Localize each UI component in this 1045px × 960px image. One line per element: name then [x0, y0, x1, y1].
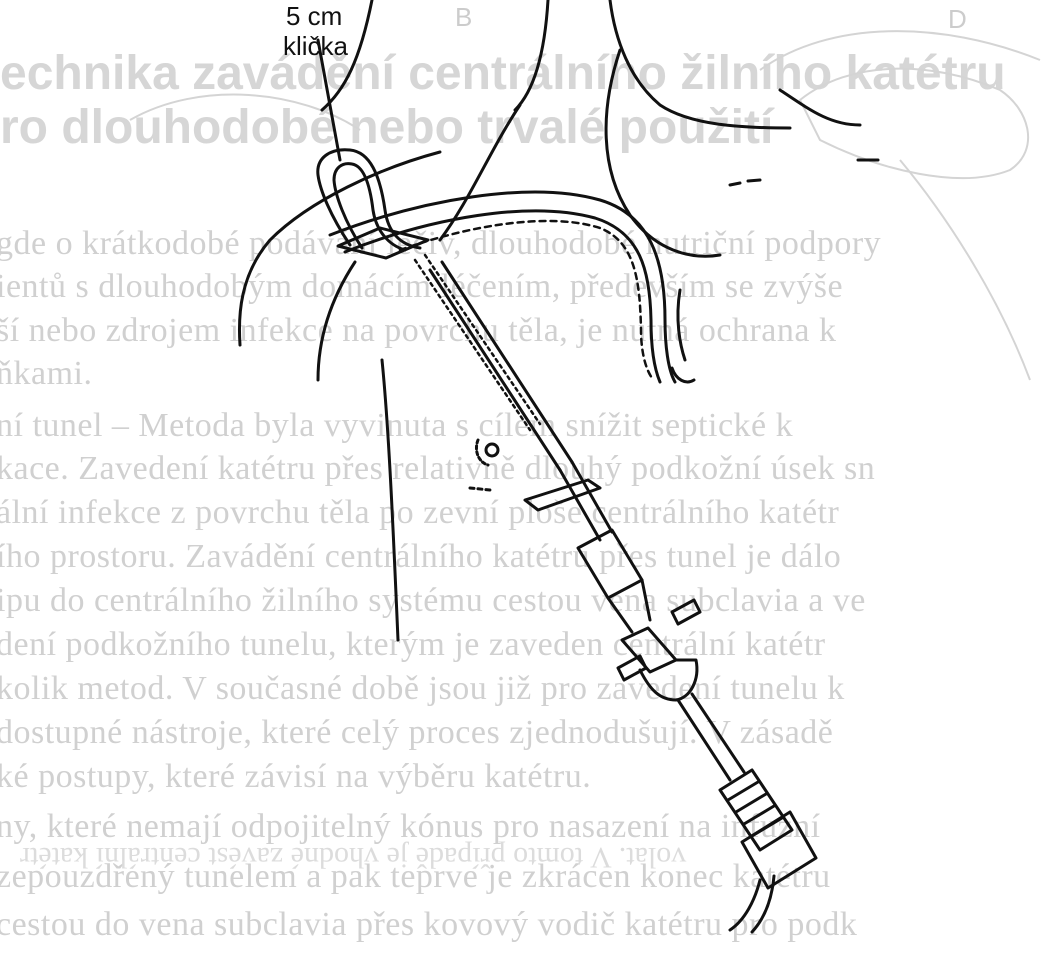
neck-right-outline — [610, 0, 790, 128]
loop-size-label: 5 cm — [286, 2, 342, 30]
catheter-subcutaneous-dashed — [400, 221, 652, 378]
catheter-shaft-lower-left — [560, 470, 600, 540]
catheter-shaft-right — [442, 262, 572, 462]
tunneler-dotted-line-2 — [425, 255, 540, 424]
catheter-shaft-left — [430, 270, 560, 470]
connector-shaft-right — [642, 580, 650, 620]
right-shoulder-outline — [780, 90, 860, 125]
luer-connector-ribs — [728, 782, 782, 836]
right-dash-outline — [730, 180, 760, 185]
nipple-marker — [486, 444, 498, 456]
chest-dotted-line — [470, 488, 490, 490]
arm-outline — [318, 262, 355, 380]
catheter-tail — [730, 880, 760, 930]
catheter-tail-2 — [752, 876, 774, 932]
loop-label: klička — [283, 32, 348, 60]
catheter-exit-cuff — [525, 480, 600, 510]
connector-shaft-left — [608, 598, 632, 632]
neck-left-outline — [515, 0, 548, 110]
chest-curve — [678, 290, 685, 360]
sternum-outline — [606, 50, 720, 256]
catheter-hub-collar — [622, 628, 676, 672]
axilla-outline — [382, 360, 398, 640]
luer-cap — [742, 812, 816, 888]
catheter-hub-body — [640, 660, 697, 700]
catheter-connector — [578, 530, 642, 598]
catheter-hub-wing-right — [672, 600, 700, 624]
tunneler-dotted-line — [415, 260, 530, 430]
